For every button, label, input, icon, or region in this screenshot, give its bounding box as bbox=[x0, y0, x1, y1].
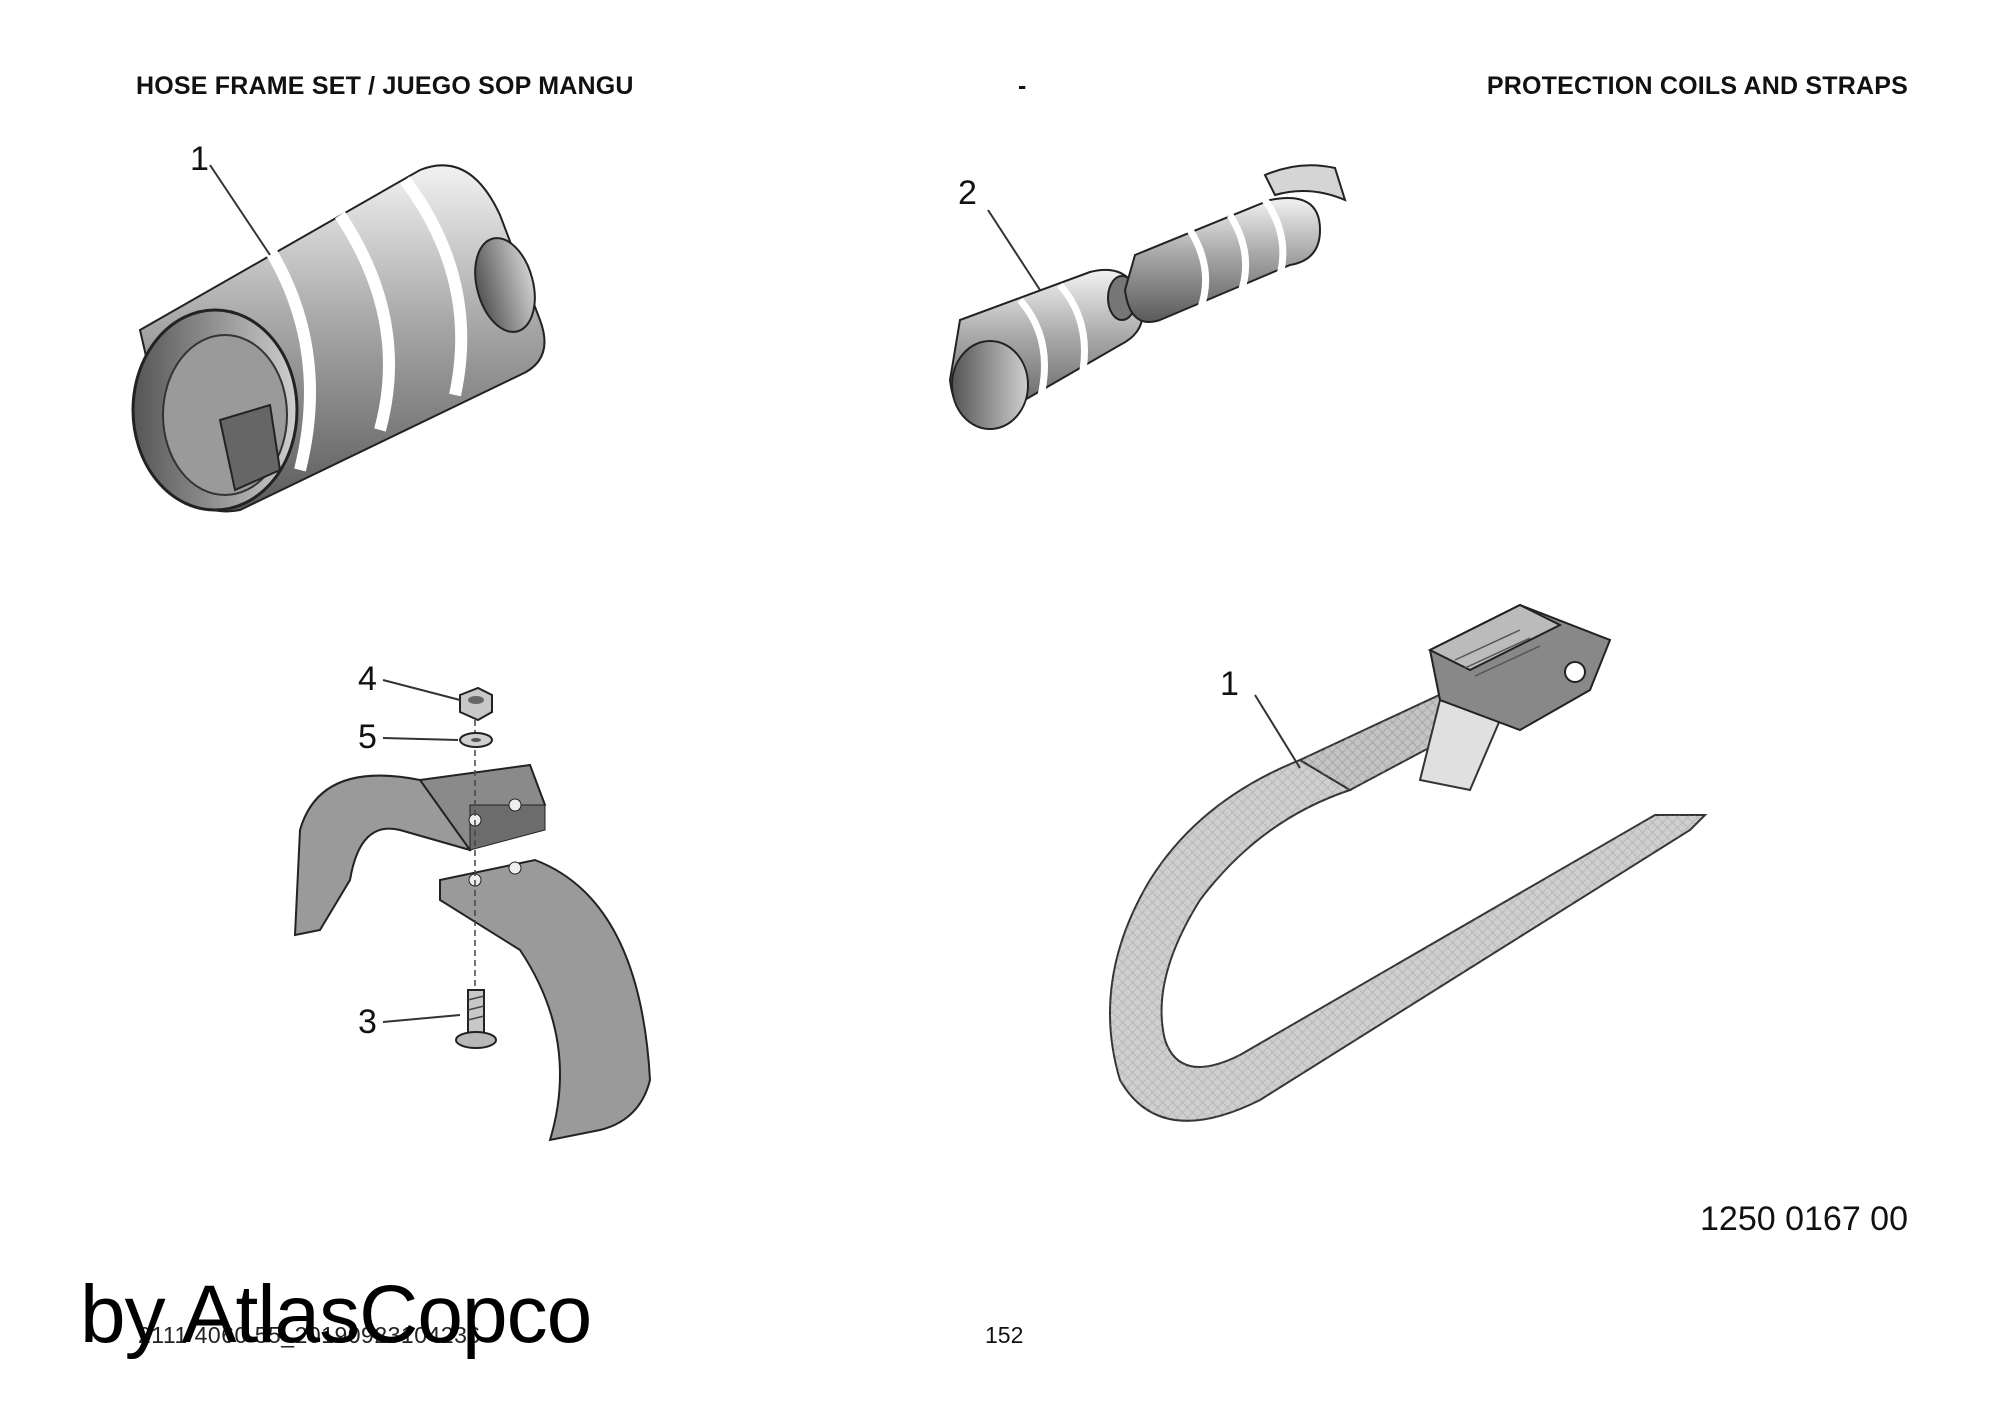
watermark-text: by AtlasCopco bbox=[80, 1269, 592, 1360]
header-separator: - bbox=[1018, 72, 1027, 100]
part-number: 1250 0167 00 bbox=[1700, 1200, 1908, 1238]
callout-coil-large: 1 bbox=[190, 140, 209, 178]
protection-coil-large bbox=[131, 164, 546, 513]
bolt bbox=[382, 989, 497, 1049]
page-number: 152 bbox=[985, 1322, 1024, 1348]
callout-bolt: 3 bbox=[358, 1003, 377, 1041]
callout-strap: 1 bbox=[1220, 665, 1239, 703]
callout-coil-split: 2 bbox=[958, 174, 977, 212]
document-id: 2111 4060 55_20190923104236 bbox=[138, 1322, 481, 1348]
hose-frame-halves bbox=[293, 720, 652, 1142]
callout-nut: 4 bbox=[358, 660, 377, 698]
strap bbox=[1109, 603, 1708, 1122]
header-title-right: PROTECTION COILS AND STRAPS bbox=[1486, 72, 1908, 100]
header-title-left: HOSE FRAME SET / JUEGO SOP MANGU bbox=[136, 72, 634, 100]
protection-coil-split bbox=[948, 164, 1347, 430]
nut bbox=[382, 679, 493, 722]
callout-washer: 5 bbox=[358, 718, 377, 756]
washer bbox=[382, 732, 493, 748]
